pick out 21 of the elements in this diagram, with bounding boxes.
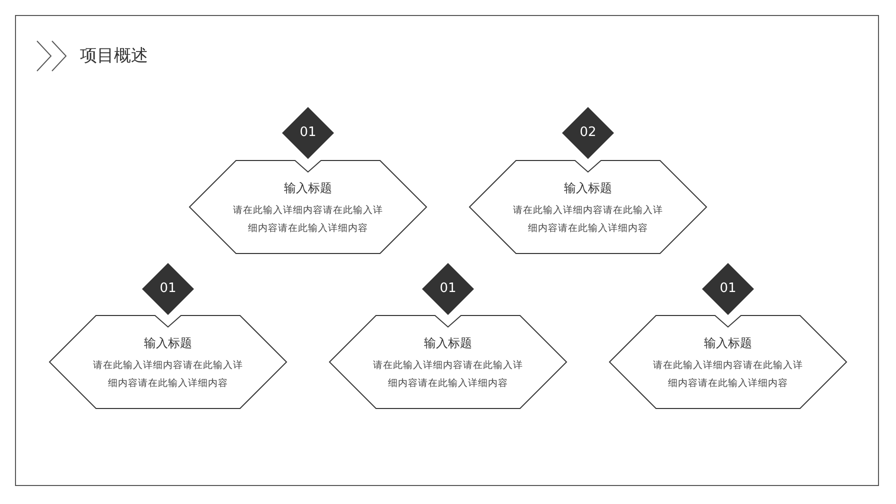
box-text: 请在此输入详细内容请在此输入详细内容请在此输入详细内容 [92,359,244,391]
box-text: 请在此输入详细内容请在此输入详细内容请在此输入详细内容 [232,204,384,236]
box-heading: 输入标题 [143,335,193,352]
box-text: 请在此输入详细内容请在此输入详细内容请在此输入详细内容 [512,204,664,236]
hexagon-box [329,315,567,409]
slide-title: 项目概述 [80,45,148,67]
box-heading: 输入标题 [563,180,613,197]
number-label: 01 [158,280,178,298]
number-label: 02 [578,124,598,142]
number-label: 01 [718,280,738,298]
box-heading: 输入标题 [703,335,753,352]
box-heading: 输入标题 [283,180,333,197]
hexagon-box [609,315,847,409]
hexagon-box [49,315,287,409]
hexagon-box [469,160,707,254]
number-label: 01 [438,280,458,298]
box-text: 请在此输入详细内容请在此输入详细内容请在此输入详细内容 [652,359,804,391]
box-heading: 输入标题 [423,335,473,352]
hexagon-box [189,160,427,254]
box-text: 请在此输入详细内容请在此输入详细内容请在此输入详细内容 [372,359,524,391]
number-label: 01 [298,124,318,142]
